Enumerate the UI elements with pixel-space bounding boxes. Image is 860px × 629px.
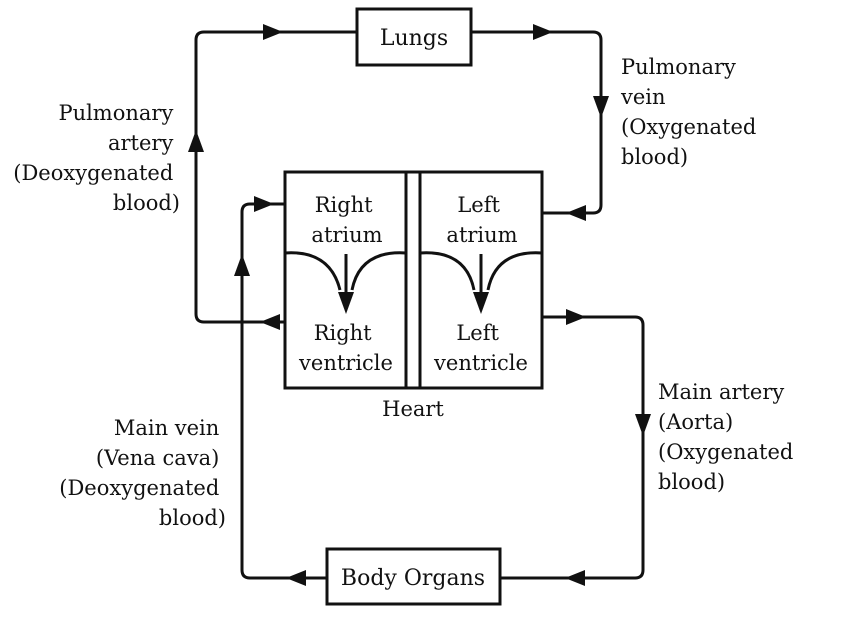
right-heart-chambers: [283, 170, 408, 390]
pulmonary-artery-path: [194, 30, 359, 324]
right-ventricle-label: Right ventricle: [298, 321, 393, 375]
left-ventricle-label: Left ventricle: [433, 321, 528, 375]
right-atrium-label: Right atrium: [311, 193, 382, 247]
right-valve-curve: [284, 251, 342, 291]
left-valve-curve: [486, 251, 543, 291]
arrow-right-icon: [263, 24, 283, 40]
arrow-down-icon: [635, 414, 651, 436]
arrow-left-icon: [566, 205, 586, 221]
arrow-right-icon: [254, 196, 274, 212]
arrow-left-icon: [260, 314, 280, 330]
heart-label: Heart: [382, 397, 444, 421]
main-vein-label: Main vein (Vena cava) (Deoxygenated bloo…: [59, 416, 226, 530]
arrow-left-icon: [286, 570, 306, 586]
left-valve-curve: [419, 251, 476, 291]
pulmonary-artery-label: Pulmonary artery (Deoxygenated blood): [13, 101, 180, 215]
arrow-left-icon: [565, 570, 585, 586]
arrow-down-icon: [593, 96, 609, 118]
arrow-right-icon: [566, 309, 586, 325]
aorta-path: [498, 315, 645, 580]
arrow-right-icon: [533, 24, 553, 40]
right-valve-curve: [350, 251, 407, 291]
main-artery-label: Main artery (Aorta) (Oxygenated blood): [658, 380, 800, 494]
pulmonary-vein-label: Pulmonary vein (Oxygenated blood): [620, 55, 763, 169]
lungs-label: Lungs: [380, 26, 448, 51]
heart-node: Right atrium Left atrium Right ventricle…: [283, 170, 544, 421]
arrow-down-icon: [473, 292, 489, 314]
vena-cava-path: [240, 202, 329, 580]
arrow-up-icon: [188, 130, 204, 152]
body-organs-node: Body Organs: [325, 547, 502, 606]
arrow-up-icon: [234, 254, 250, 276]
body-organs-label: Body Organs: [341, 566, 485, 591]
arrow-down-icon: [338, 292, 354, 314]
pulmonary-vein-path: [469, 30, 603, 215]
lungs-node: Lungs: [355, 7, 473, 67]
left-atrium-label: Left atrium: [446, 193, 517, 247]
